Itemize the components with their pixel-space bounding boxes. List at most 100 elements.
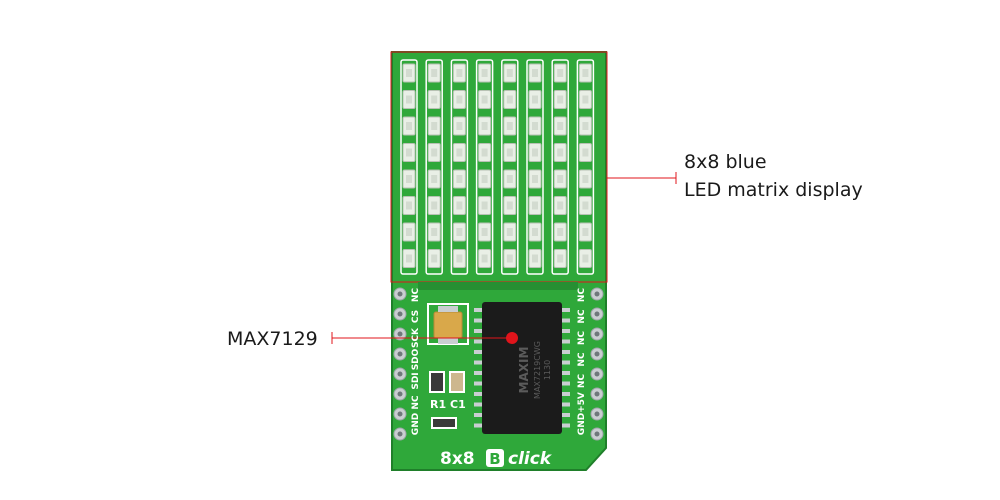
led-lens bbox=[557, 254, 564, 263]
pin-hole bbox=[594, 411, 600, 417]
led-lens bbox=[557, 175, 564, 183]
led-lens bbox=[481, 254, 488, 263]
led-lens bbox=[506, 69, 513, 77]
led-lens bbox=[481, 69, 488, 77]
silkscreen-c1: C1 bbox=[450, 398, 466, 411]
chip-label: MAX7129 bbox=[227, 328, 318, 350]
led-lens bbox=[506, 95, 513, 104]
led-lens bbox=[557, 122, 564, 130]
board-name-prefix: 8x8 bbox=[440, 449, 475, 469]
led-lens bbox=[431, 148, 438, 157]
led-lens bbox=[532, 228, 538, 236]
pin-label: SDI bbox=[411, 372, 421, 389]
left-pin-header bbox=[393, 287, 407, 441]
pin-label: SDO bbox=[411, 348, 421, 370]
led-lens bbox=[506, 228, 513, 236]
led-lens bbox=[582, 148, 589, 157]
chip-brand-marking: MAXIM bbox=[517, 347, 531, 394]
ic-lead-left bbox=[474, 339, 484, 344]
pin-label: +5V bbox=[577, 392, 587, 413]
led-lens bbox=[582, 201, 589, 210]
ic-lead-left bbox=[474, 318, 484, 323]
led-lens bbox=[406, 201, 412, 210]
pin-label: NC bbox=[411, 288, 421, 303]
led-lens bbox=[532, 175, 538, 183]
pin-hole bbox=[594, 291, 600, 297]
pin-label: NC bbox=[411, 395, 421, 410]
board-name-suffix: click bbox=[508, 449, 553, 469]
pin-hole bbox=[397, 351, 403, 357]
ic-lead-right bbox=[560, 381, 570, 386]
led-lens bbox=[406, 122, 412, 130]
ic-lead-left bbox=[474, 423, 484, 428]
led-lens bbox=[532, 254, 538, 263]
led-matrix bbox=[400, 59, 595, 275]
ic-lead-left bbox=[474, 371, 484, 375]
led-column-outline bbox=[400, 59, 418, 275]
ic-lead-left bbox=[474, 402, 484, 407]
resistor-r1 bbox=[429, 371, 445, 393]
led-lens bbox=[481, 228, 488, 236]
pin-label: NC bbox=[577, 352, 587, 367]
led-matrix-callout-label: 8x8 blue LED matrix display bbox=[684, 148, 863, 204]
led-lens bbox=[506, 148, 513, 157]
led-lens bbox=[557, 148, 564, 157]
ic-lead-right bbox=[560, 413, 570, 417]
ic-lead-right bbox=[560, 423, 570, 428]
pin-hole bbox=[594, 331, 600, 337]
led-lens bbox=[456, 69, 463, 77]
bottom-smd-component bbox=[431, 417, 457, 429]
led-lens bbox=[456, 148, 463, 157]
led-lens bbox=[406, 69, 412, 77]
led-lens bbox=[557, 201, 564, 210]
led-lens bbox=[431, 254, 438, 263]
ic-lead-left bbox=[474, 350, 484, 354]
led-lens bbox=[431, 201, 438, 210]
ic-chip bbox=[474, 302, 570, 434]
led-lens bbox=[506, 254, 513, 263]
led-column-outline bbox=[526, 59, 544, 275]
pin-label: NC bbox=[577, 331, 587, 346]
ic-lead-left bbox=[474, 392, 484, 396]
pin-label: NC bbox=[577, 374, 587, 389]
led-lens bbox=[456, 228, 463, 236]
led-lens bbox=[456, 175, 463, 183]
pin-hole bbox=[397, 431, 403, 437]
ic-lead-right bbox=[560, 402, 570, 407]
capacitor-c1 bbox=[449, 371, 465, 393]
led-lens bbox=[582, 254, 589, 263]
matrix-connector-strip bbox=[418, 282, 578, 290]
ic-lead-right bbox=[560, 308, 570, 312]
led-lens bbox=[532, 95, 538, 104]
led-lens bbox=[506, 175, 513, 183]
ic-lead-left bbox=[474, 308, 484, 312]
led-lens bbox=[406, 254, 412, 263]
ic-chip-body bbox=[482, 302, 562, 434]
led-column-outline bbox=[450, 59, 469, 275]
led-lens bbox=[406, 175, 412, 183]
led-lens bbox=[481, 148, 488, 157]
pin-hole bbox=[594, 311, 600, 317]
led-lens bbox=[582, 175, 589, 183]
led-lens bbox=[431, 175, 438, 183]
board-name-badge: B bbox=[489, 450, 500, 468]
led-lens bbox=[456, 122, 463, 130]
led-lens bbox=[406, 148, 412, 157]
pin-hole bbox=[397, 311, 403, 317]
pin-hole bbox=[594, 391, 600, 397]
led-column-outline bbox=[551, 59, 569, 275]
pin-hole bbox=[397, 331, 403, 337]
ic-lead-right bbox=[560, 329, 570, 333]
led-lens bbox=[532, 148, 538, 157]
pin-label: SCK bbox=[411, 327, 421, 348]
led-lens bbox=[456, 95, 463, 104]
ic-lead-right bbox=[560, 339, 570, 344]
pin-hole bbox=[397, 291, 403, 297]
pin-hole bbox=[397, 411, 403, 417]
ic-lead-right bbox=[560, 371, 570, 375]
led-column-outline bbox=[475, 59, 494, 275]
ic-lead-left bbox=[474, 413, 484, 417]
